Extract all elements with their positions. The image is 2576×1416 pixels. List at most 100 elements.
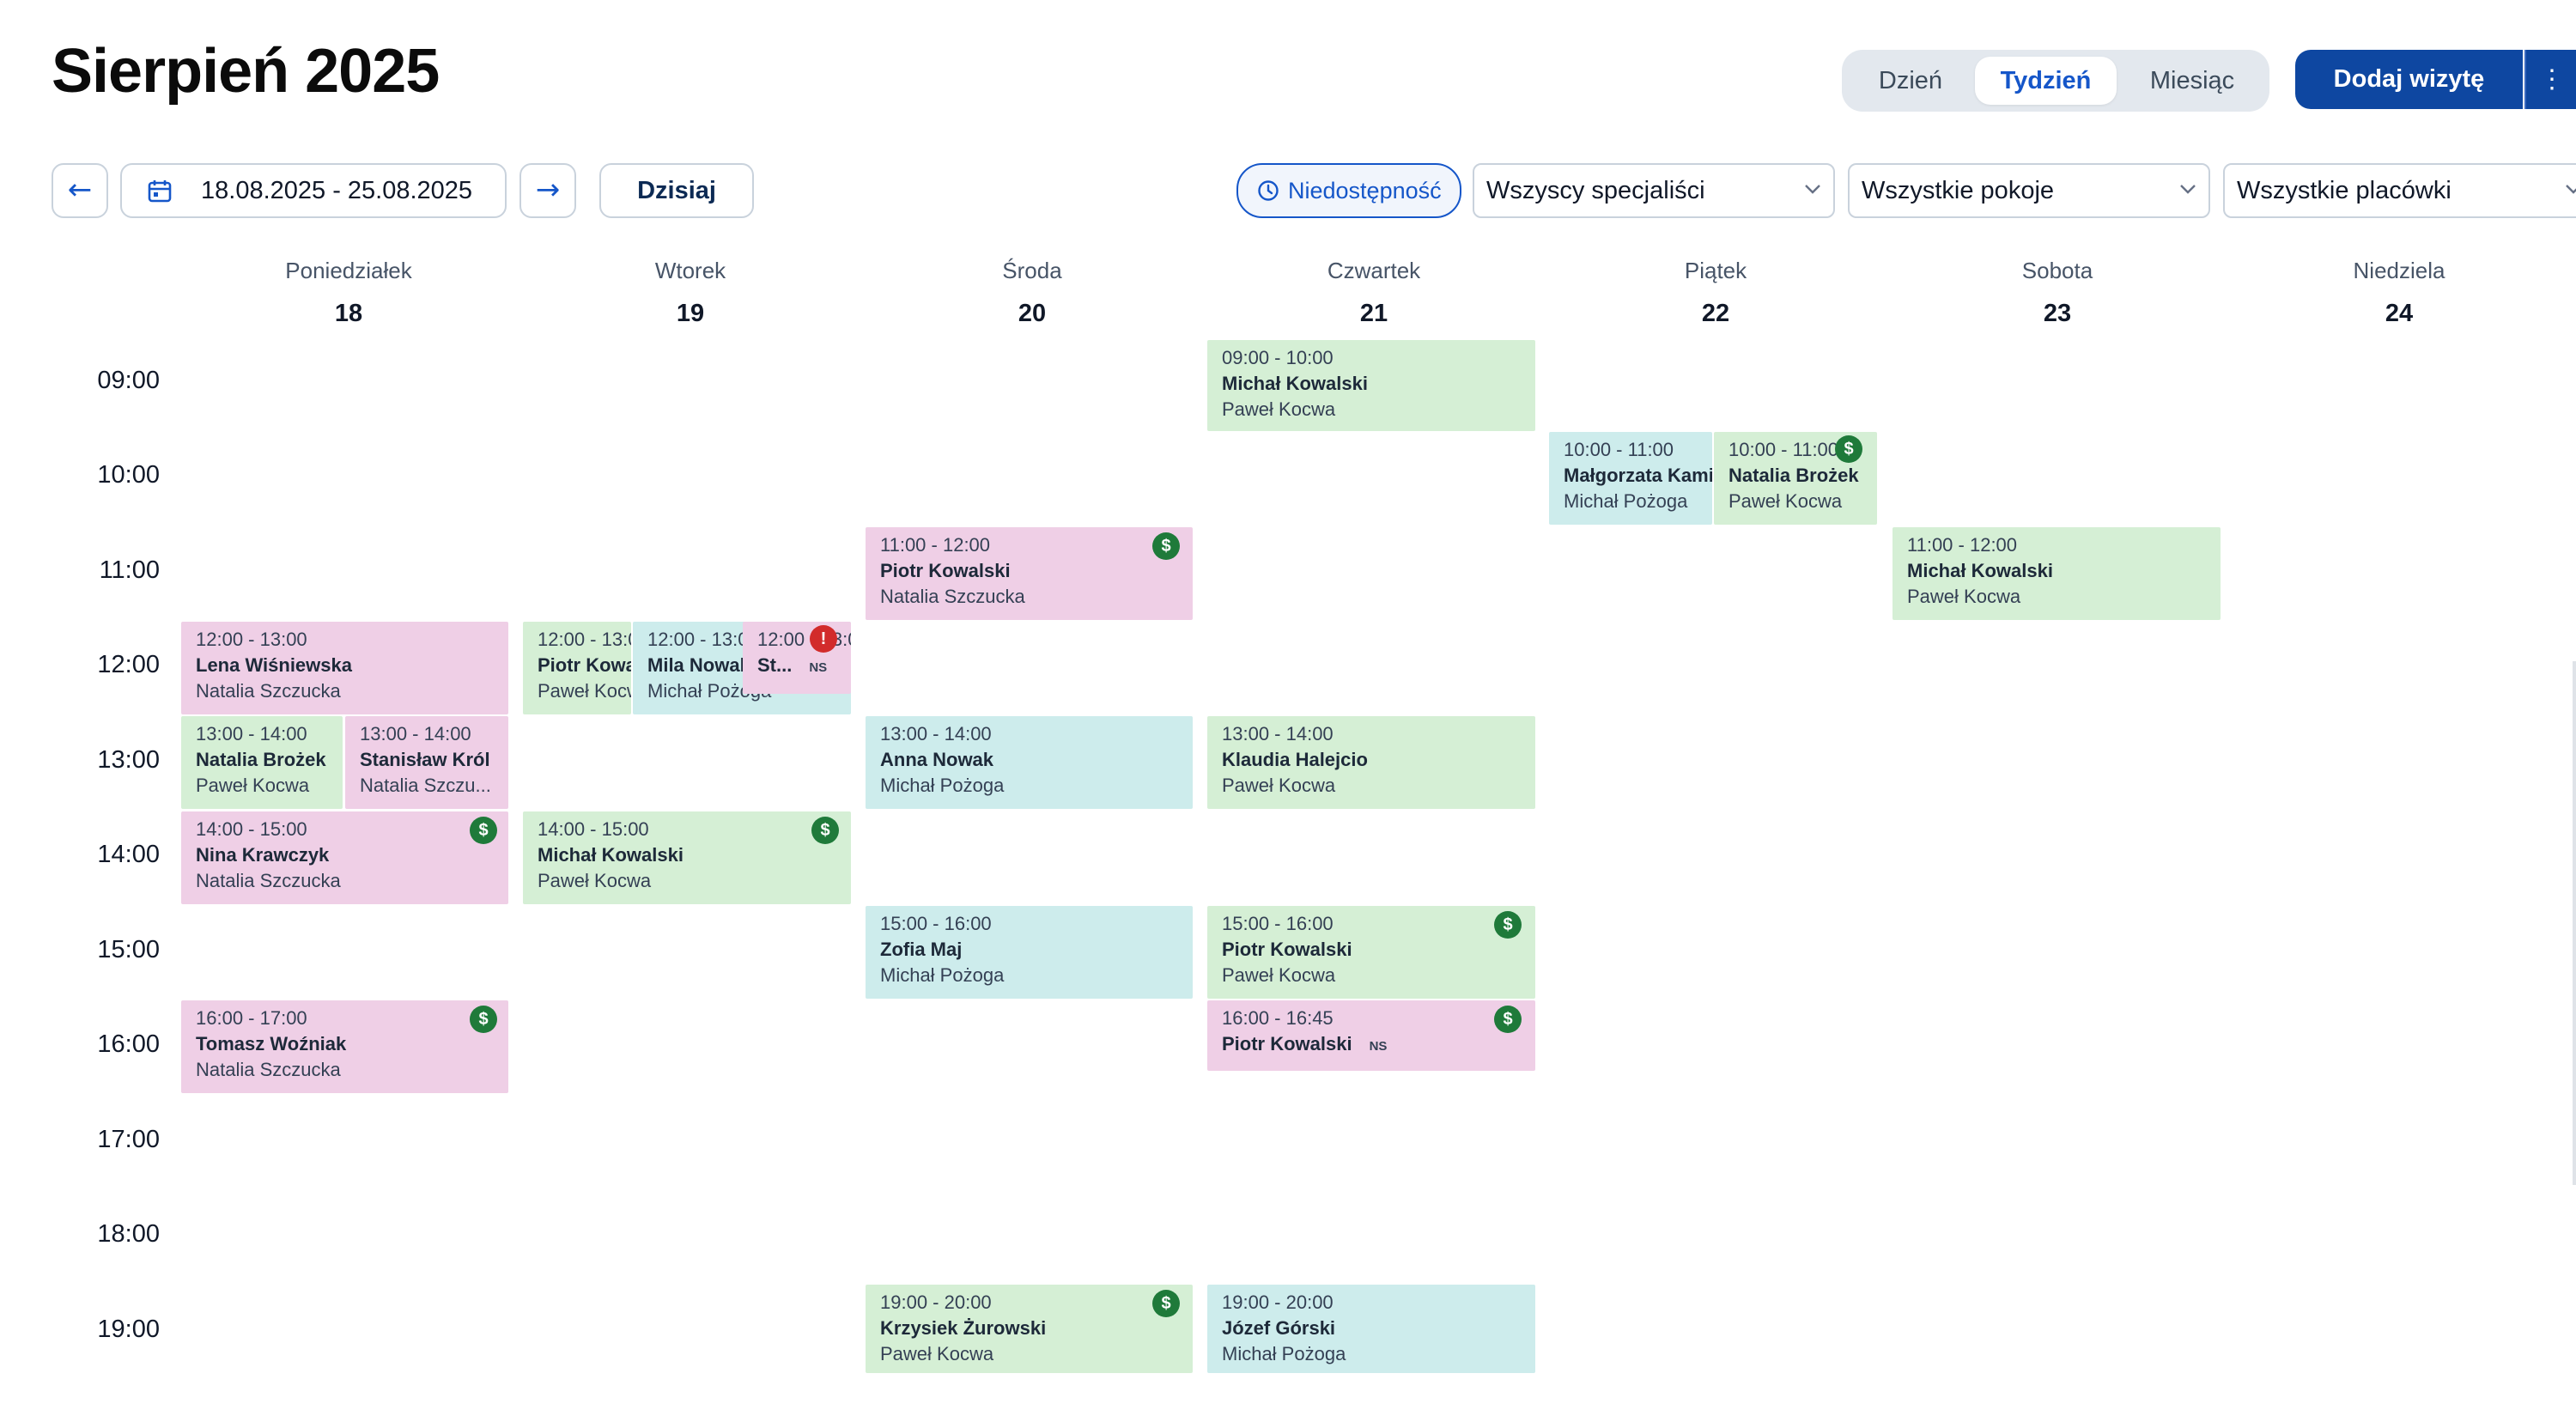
appointment-card[interactable]: 15:00 - 16:00 Piotr Kowalski Paweł Kocwa…	[1207, 906, 1535, 999]
day-name: Czwartek	[1327, 258, 1421, 283]
appointment-specialist: Paweł Kocwa	[1222, 964, 1336, 986]
today-button[interactable]: Dzisiaj	[599, 163, 754, 218]
appointment-specialist: Michał Pożoga	[880, 964, 1005, 986]
appointment-card[interactable]: 14:00 - 15:00 Michał Kowalski Paweł Kocw…	[523, 811, 851, 904]
appointment-time: 10:00 - 11:00	[1564, 439, 1674, 460]
appointment-time: 16:00 - 16:45	[1222, 1007, 1334, 1029]
day-name: Piątek	[1684, 258, 1747, 283]
day-header-monday[interactable]: Poniedziałek 18	[178, 258, 519, 328]
appointment-patient: Klaudia Halejcio	[1222, 749, 1368, 770]
appointment-patient: Natalia Brożek	[196, 749, 326, 770]
appointment-card[interactable]: 13:00 - 14:00 Klaudia Halejcio Paweł Koc…	[1207, 716, 1535, 809]
appointment-specialist: Paweł Kocwa	[538, 870, 652, 891]
appointment-card[interactable]: 13:00 - 14:00 Anna Nowak Michał Pożoga	[866, 716, 1193, 809]
specialist-filter-select[interactable]: Wszyscy specjaliści	[1473, 163, 1835, 218]
appointment-specialist: Michał Pożoga	[880, 775, 1005, 796]
location-filter-select[interactable]: Wszystkie placówki	[2223, 163, 2576, 218]
time-label: 19:00	[97, 1316, 160, 1343]
alert-icon: !	[810, 625, 837, 653]
chevron-down-icon	[1805, 185, 1820, 194]
date-range-picker[interactable]: 18.08.2025 - 25.08.2025	[120, 163, 507, 218]
day-header-saturday[interactable]: Sobota 23	[1886, 258, 2228, 328]
time-label: 15:00	[97, 936, 160, 963]
appointment-card[interactable]: 10:00 - 11:00 Natalia Brożek Paweł Kocwa…	[1714, 432, 1877, 525]
unavailability-button[interactable]: Niedostępność	[1236, 163, 1461, 218]
appointment-patient-name: St...	[757, 654, 793, 676]
day-name: Niedziela	[2353, 258, 2445, 283]
appointment-patient: Natalia Brożek	[1728, 465, 1859, 486]
day-header-friday[interactable]: Piątek 22	[1545, 258, 1886, 328]
payment-icon: $	[470, 817, 497, 844]
appointment-patient: Nina Krawczyk	[196, 844, 330, 866]
view-day-button[interactable]: Dzień	[1878, 67, 1943, 94]
view-month-button[interactable]: Miesiąc	[2149, 67, 2235, 94]
time-label: 11:00	[99, 556, 160, 584]
appointment-patient-name: Piotr Kowalski	[1222, 1033, 1352, 1054]
appointment-card[interactable]: 12:00 - 13:00 Mila Nowak Michał Pożoga	[633, 622, 851, 714]
appointment-time: 13:00 - 14:00	[880, 723, 992, 744]
appointment-specialist: Natalia Szczucka	[880, 586, 1025, 607]
appointment-patient: Lena Wiśniewska	[196, 654, 352, 676]
no-show-tag: NS	[809, 660, 828, 675]
day-header-wednesday[interactable]: Środa 20	[861, 258, 1203, 328]
previous-week-button[interactable]: ←	[52, 163, 108, 218]
time-label: 12:00	[97, 651, 160, 678]
day-name: Sobota	[2021, 258, 2093, 283]
appointment-time: 19:00 - 20:00	[1222, 1291, 1334, 1313]
appointment-card[interactable]: 09:00 - 10:00 Michał Kowalski Paweł Kocw…	[1207, 340, 1535, 431]
payment-icon: $	[811, 817, 839, 844]
appointment-patient: Tomasz Woźniak	[196, 1033, 347, 1054]
appointment-patient: Michał Kowalski	[1222, 373, 1368, 394]
appointment-specialist: Paweł Kocwa	[196, 775, 310, 796]
appointment-patient: Józef Górski	[1222, 1317, 1336, 1339]
appointment-card[interactable]: 16:00 - 17:00 Tomasz Woźniak Natalia Szc…	[181, 1000, 508, 1093]
appointment-specialist: Natalia Szczucka	[196, 870, 341, 891]
more-options-button[interactable]: ⋮	[2524, 50, 2576, 109]
view-week-button[interactable]: Tydzień	[1975, 57, 2117, 105]
day-header-sunday[interactable]: Niedziela 24	[2228, 258, 2570, 328]
location-filter-value: Wszystkie placówki	[2237, 177, 2451, 204]
payment-icon: $	[1494, 911, 1522, 939]
room-filter-value: Wszystkie pokoje	[1862, 177, 2055, 204]
appointment-time: 10:00 - 11:00	[1728, 439, 1839, 460]
appointment-card[interactable]: 13:00 - 14:00 Natalia Brożek Paweł Kocwa	[181, 716, 343, 809]
appointment-card[interactable]: 11:00 - 12:00 Piotr Kowalski Natalia Szc…	[866, 527, 1193, 620]
day-header-tuesday[interactable]: Wtorek 19	[519, 258, 861, 328]
appointment-card[interactable]: 19:00 - 20:00 Józef Górski Michał Pożoga	[1207, 1285, 1535, 1373]
appointment-time: 12:00 - 13:00	[647, 629, 759, 650]
next-week-button[interactable]: →	[519, 163, 576, 218]
day-header-thursday[interactable]: Czwartek 21	[1203, 258, 1545, 328]
appointment-time: 12:00 - 13:00	[538, 629, 631, 650]
time-label: 16:00	[97, 1030, 160, 1058]
scrollbar[interactable]	[2573, 661, 2576, 1185]
appointment-specialist: Natalia Szczucka	[196, 1059, 341, 1080]
add-visit-button[interactable]: Dodaj wizytę	[2295, 50, 2523, 109]
appointment-specialist: Michał Pożoga	[1564, 490, 1688, 512]
appointment-card[interactable]: 15:00 - 16:00 Zofia Maj Michał Pożoga	[866, 906, 1193, 999]
day-date: 19	[676, 300, 705, 327]
appointment-time: 19:00 - 20:00	[880, 1291, 992, 1313]
appointment-card[interactable]: 12:00 - 13:00 Piotr Kowalski Paweł Kocwa	[523, 622, 631, 714]
appointment-card[interactable]: 11:00 - 12:00 Michał Kowalski Paweł Kocw…	[1893, 527, 2221, 620]
view-switch: Dzień Tydzień Miesiąc	[1842, 50, 2269, 112]
appointment-patient: Stanisław Król	[360, 749, 490, 770]
time-label: 14:00	[97, 841, 160, 868]
appointment-time: 15:00 - 16:00	[1222, 913, 1334, 934]
room-filter-select[interactable]: Wszystkie pokoje	[1848, 163, 2210, 218]
appointment-card[interactable]: 19:00 - 20:00 Krzysiek Żurowski Paweł Ko…	[866, 1285, 1193, 1373]
time-label: 09:00	[97, 367, 160, 394]
appointment-specialist: Paweł Kocwa	[1222, 398, 1336, 420]
appointment-card[interactable]: 12:00 - 13:00 St...NS !	[743, 622, 851, 694]
appointment-patient: Michał Kowalski	[1907, 560, 2053, 581]
appointment-card[interactable]: 13:00 - 14:00 Stanisław Król Natalia Szc…	[345, 716, 508, 809]
appointment-patient: Krzysiek Żurowski	[880, 1317, 1047, 1339]
appointment-patient: Piotr Kowalski	[880, 560, 1011, 581]
appointment-card[interactable]: 10:00 - 11:00 Małgorzata Kaminska Michał…	[1549, 432, 1712, 525]
day-name: Poniedziałek	[285, 258, 412, 283]
appointment-specialist: Michał Pożoga	[1222, 1343, 1346, 1364]
appointment-time: 09:00 - 10:00	[1222, 347, 1334, 368]
appointment-card[interactable]: 14:00 - 15:00 Nina Krawczyk Natalia Szcz…	[181, 811, 508, 904]
appointment-card[interactable]: 12:00 - 13:00 Lena Wiśniewska Natalia Sz…	[181, 622, 508, 714]
